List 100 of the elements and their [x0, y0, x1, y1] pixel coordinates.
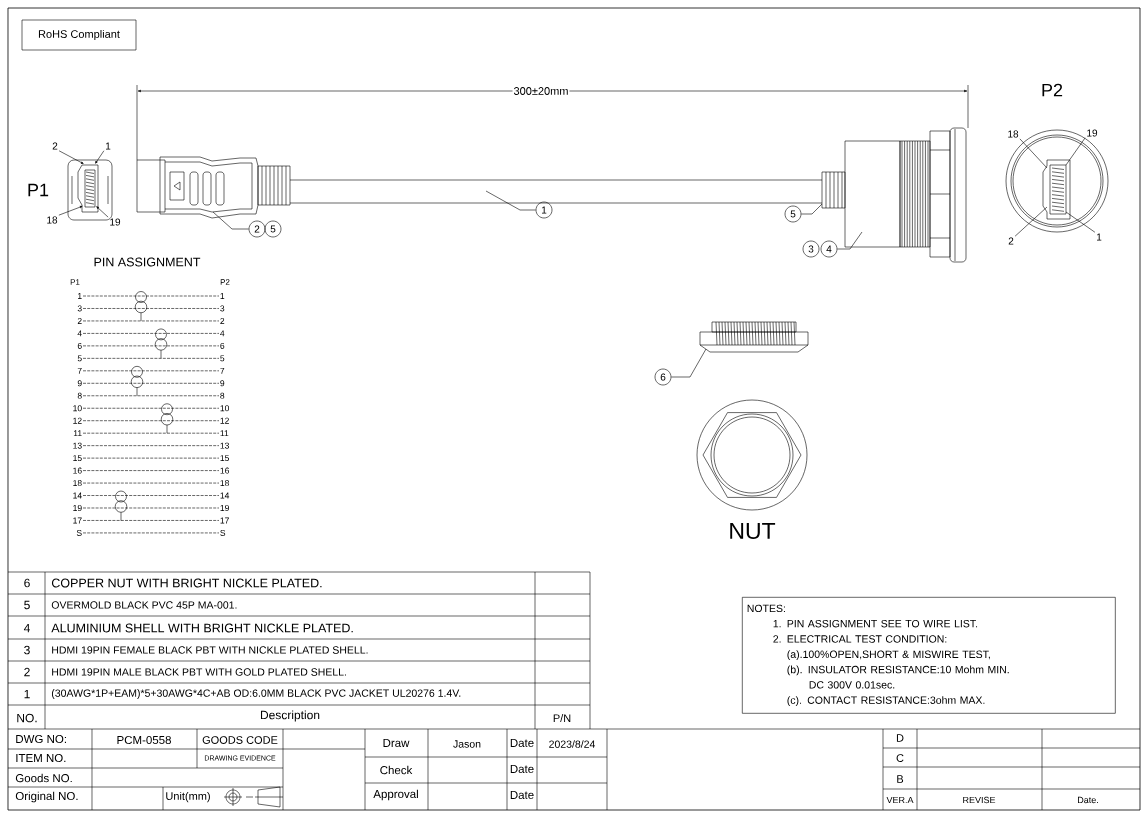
pin-number: 17 [73, 517, 82, 524]
pin-number: 14 [220, 492, 230, 499]
column-label: P1 [70, 279, 80, 285]
connector-label: P1 [28, 183, 49, 197]
pin-number: 2 [1008, 237, 1014, 245]
part-description: HDMI 19PIN MALE BLACK PBT WITH GOLD PLATED SHELL. [52, 668, 346, 676]
pin-number: 3 [77, 305, 82, 312]
revision-label: REVISE [963, 796, 996, 804]
title-block-label: Goods NO. [15, 773, 72, 783]
pin-number: 11 [220, 430, 229, 437]
wire-line [82, 383, 220, 384]
leader-line [212, 211, 249, 230]
item-number: 2 [24, 667, 30, 677]
pin-number: 15 [220, 455, 229, 462]
leader-line [837, 231, 863, 250]
pin-number: 5 [220, 355, 225, 362]
wire-line [82, 432, 220, 434]
wire-line [82, 308, 220, 309]
wire-line [82, 407, 220, 409]
table-header: NO. [17, 713, 37, 723]
pin-number: 4 [220, 330, 225, 337]
pin-number: 18 [73, 480, 82, 487]
title-block-label: ITEM NO. [16, 753, 66, 763]
pin-number: 2 [220, 318, 225, 324]
leader-line [95, 150, 105, 164]
title-block-label: Original NO. [15, 791, 78, 803]
pin-number: 13 [220, 442, 229, 449]
pin-number: 11 [73, 430, 82, 437]
item-number: 6 [24, 578, 30, 588]
pin-number: 15 [73, 455, 82, 462]
part-description: OVERMOLD BLACK PVC 45P MA-001. [51, 601, 237, 609]
title-block-value: 2023/8/24 [549, 740, 596, 748]
pin-number: 12 [73, 417, 82, 424]
section-title: PIN ASSIGNMENT [94, 257, 201, 267]
callout-number: 3 [802, 240, 820, 258]
compliance-box: RoHS Compliant [21, 19, 137, 51]
title-block-label: Unit(mm) [166, 791, 210, 803]
wire-line [82, 520, 220, 521]
revision-label: Date. [1078, 796, 1098, 804]
pin-number: 6 [77, 342, 82, 349]
part-description: ALUMINIUM SHELL WITH BRIGHT NICKLE PLATED. [51, 623, 353, 633]
wire-line [82, 345, 220, 347]
pin-number: 12 [220, 417, 229, 424]
callout-number: 1 [535, 201, 553, 219]
pin-number: 2 [77, 318, 82, 324]
table-header: P/N [553, 713, 571, 723]
title-block-label: GOODS CODE [202, 736, 278, 744]
pin-number: 14 [73, 492, 82, 499]
connector-label: P2 [1042, 83, 1063, 97]
wire-line [82, 395, 220, 397]
wire-line [82, 445, 220, 446]
pin-number: 8 [220, 392, 225, 399]
title-block-label: Date [510, 739, 534, 747]
dimension-label: 300±20mm [512, 86, 570, 96]
wire-line [82, 358, 220, 359]
part-description: HDMI 19PIN FEMALE BLACK PBT WITH NICKLE PLATED SHELL. [52, 646, 368, 654]
part-description: COPPER NUT WITH BRIGHT NICKLE PLATED. [51, 578, 322, 588]
callout-number: 2 [248, 220, 266, 238]
title-block-label: Approval [373, 789, 418, 801]
leader-line [58, 150, 84, 164]
revision-label: D [896, 734, 904, 742]
pin-number: S [220, 529, 226, 536]
leader-line [1014, 206, 1048, 237]
pin-number: 1 [78, 293, 82, 299]
part-label: NUT [730, 523, 776, 540]
item-number: 3 [24, 645, 30, 655]
wire-line [82, 495, 220, 496]
pin-number: 16 [73, 467, 82, 474]
callout-number: 6 [654, 368, 672, 386]
pin-number: 17 [220, 517, 229, 524]
wire-line [82, 482, 220, 484]
notes-box: NOTES: 1. PIN ASSIGNMENT SEE TO WIRE LIST. 2. ELECTRICAL TEST CONDITION: (a).100%OPEN,SHORT & MISWIRE TEST, (b). INSULATOR RESISTANCE:10 Mohm MIN. DC 300V 0.01sec. (c). CONTACT RESISTANCE:3ohm MAX. [742, 597, 1116, 714]
pin-number: 1 [1097, 233, 1102, 241]
pin-number: 7 [77, 367, 82, 374]
table-header: Description [261, 710, 320, 722]
leader-line [671, 348, 707, 378]
item-number: 4 [23, 623, 30, 633]
leader-line [801, 203, 823, 215]
pin-number: 8 [77, 392, 82, 399]
title-block-label: Date [510, 765, 534, 773]
callout-number: 5 [784, 205, 802, 223]
pin-number: 1 [220, 293, 225, 299]
revision-label: VER.A [886, 796, 914, 804]
wire-line [82, 320, 220, 322]
wire-line [82, 370, 220, 372]
pin-number: 3 [220, 305, 225, 312]
pin-number: 16 [220, 467, 229, 474]
wire-line [82, 470, 220, 471]
wire-line [82, 333, 220, 334]
revision-label: C [896, 754, 904, 762]
pin-number: 5 [77, 355, 82, 362]
leader-line [58, 206, 83, 216]
callout-number: 5 [264, 220, 282, 238]
pin-number: 2 [52, 142, 58, 150]
leader-line [485, 190, 536, 211]
pin-number: 6 [220, 342, 225, 349]
leader-line [1065, 211, 1096, 233]
pin-number: 18 [220, 480, 229, 487]
wire-line [82, 420, 220, 421]
leader-line [96, 206, 109, 218]
